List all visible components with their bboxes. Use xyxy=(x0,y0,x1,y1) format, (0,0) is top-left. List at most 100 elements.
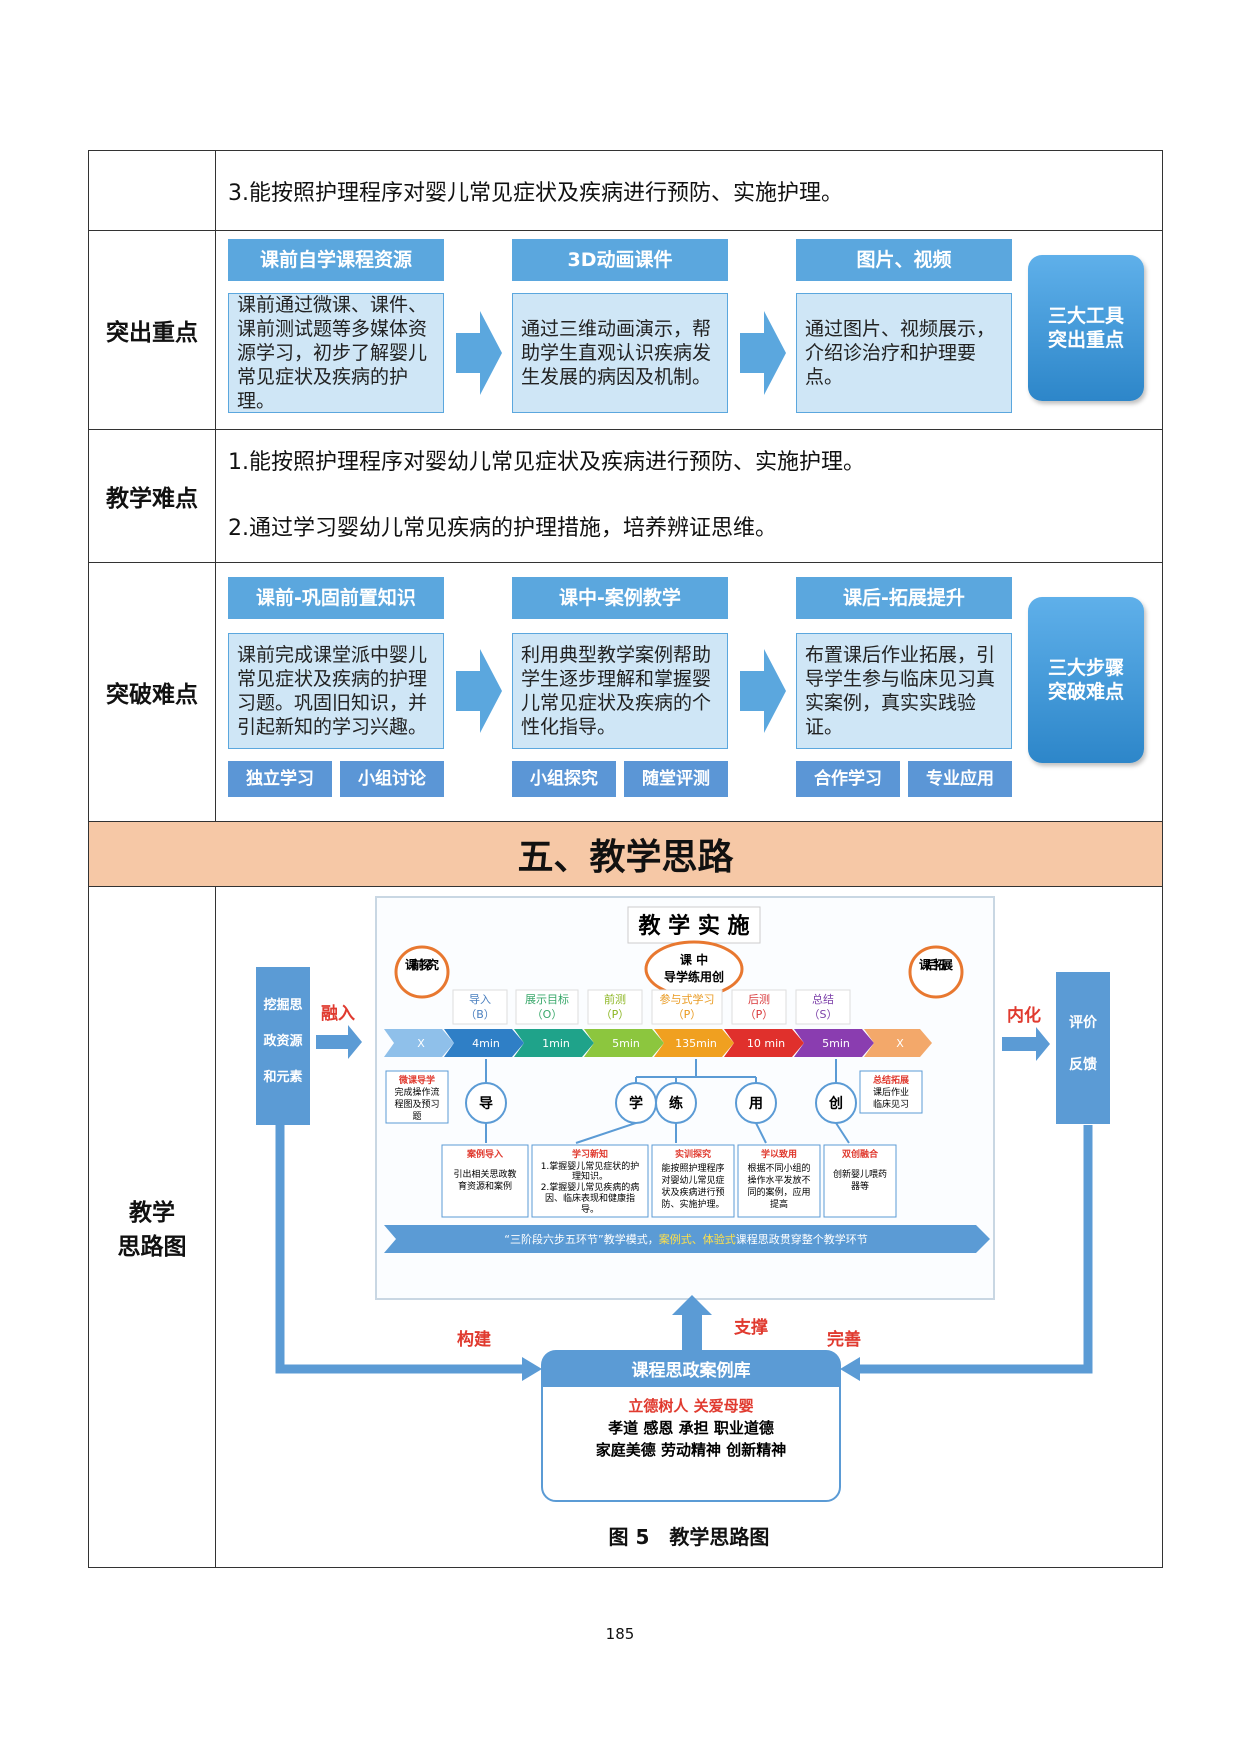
diagram-cell: 教 学 实 施 课前探究 课 中 导学练用创 课后拓展 挖掘思 政资源 和元素 … xyxy=(215,886,1163,1568)
svg-text:提高: 提高 xyxy=(770,1198,788,1210)
breakthrough-step-1-title: 课前-巩固前置知识 xyxy=(228,577,444,619)
svg-text:前测: 前测 xyxy=(604,992,626,1006)
post-class-badge xyxy=(908,945,964,999)
svg-text:政资源: 政资源 xyxy=(263,1033,302,1049)
svg-text:课 中: 课 中 xyxy=(680,952,708,967)
svg-text:学: 学 xyxy=(629,1095,643,1112)
method-tag: 小组讨论 xyxy=(340,761,444,797)
svg-text:评价: 评价 xyxy=(1069,1015,1098,1031)
difficulty-cell: 1.能按照护理程序对婴幼儿常见症状及疾病进行预防、实施护理。 2.通过学习婴幼儿… xyxy=(215,429,1163,563)
method-tag: 独立学习 xyxy=(228,761,332,797)
svg-text:实训探究: 实训探究 xyxy=(675,1148,711,1160)
evaluation-box xyxy=(1056,972,1110,1124)
focus-step-2-title: 3D动画课件 xyxy=(512,239,728,281)
svg-text:操作水平发放不: 操作水平发放不 xyxy=(747,1174,810,1186)
arrow-right-icon xyxy=(1002,1027,1050,1061)
lesson-plan-table: 3.能按照护理程序对婴儿常见症状及疾病进行预防、实施护理。 突出重点 课前自学课… xyxy=(88,150,1163,1568)
svg-text:双创融合: 双创融合 xyxy=(842,1148,879,1160)
svg-text:和元素: 和元素 xyxy=(263,1069,302,1085)
support-label: 支撑 xyxy=(734,1317,768,1338)
svg-text:根据不同小组的: 根据不同小组的 xyxy=(747,1162,810,1174)
breakthrough-label: 突破难点 xyxy=(88,562,216,822)
svg-text:导入: 导入 xyxy=(469,993,491,1006)
in-class-badge xyxy=(644,940,744,998)
svg-text:（S）: （S） xyxy=(809,1008,838,1021)
breakthrough-step-2-title: 课中-案例教学 xyxy=(512,577,728,619)
svg-text:防、实施护理。: 防、实施护理。 xyxy=(661,1198,724,1210)
teaching-mode-banner xyxy=(384,1225,990,1253)
svg-text:1min: 1min xyxy=(542,1037,570,1050)
svg-text:4min: 4min xyxy=(472,1037,500,1050)
difficulty-item: 2.通过学习婴幼儿常见疾病的护理措施，培养辨证思维。 xyxy=(228,516,777,541)
build-arrow-line xyxy=(275,1125,526,1374)
svg-text:1.掌握婴儿常见症状的护: 1.掌握婴儿常见症状的护 xyxy=(541,1160,640,1172)
svg-text:X: X xyxy=(417,1037,425,1050)
svg-text:立德树人 关爱母婴: 立德树人 关爱母婴 xyxy=(628,1397,753,1415)
build-label: 构建 xyxy=(457,1329,491,1350)
integrate-label: 融入 xyxy=(321,1004,355,1024)
svg-text:挖掘思: 挖掘思 xyxy=(263,997,302,1013)
objective-3-text: 3.能按照护理程序对婴儿常见症状及疾病进行预防、实施护理。 xyxy=(228,180,843,206)
breakthrough-step-3-title: 课后-拓展提升 xyxy=(796,577,1012,619)
case-boxes: 案例导入 引出相关思政教 育资源和案例 学习新知 1.掌握婴儿常见症状的护 理知… xyxy=(441,1144,897,1218)
svg-text:学习新知: 学习新知 xyxy=(572,1148,608,1160)
svg-text:（P）: （P） xyxy=(601,1008,630,1021)
pre-class-task-box xyxy=(385,1070,449,1124)
svg-text:学以致用: 学以致用 xyxy=(761,1148,797,1160)
figure-caption: 图 5 教学思路图 xyxy=(608,1525,770,1549)
svg-text:后测: 后测 xyxy=(748,993,770,1006)
arrow-right-icon xyxy=(522,1357,542,1381)
breakthrough-flow-cell: 课前-巩固前置知识 课前完成课堂派中婴儿常见症状及疾病的护理习题。巩固旧知识，并… xyxy=(215,562,1163,822)
svg-text:完成操作流: 完成操作流 xyxy=(394,1086,439,1098)
svg-text:临床见习: 临床见习 xyxy=(873,1098,909,1110)
focus-step-3-body: 通过图片、视频展示，介绍诊治疗和护理要点。 xyxy=(796,293,1012,413)
svg-text:家庭美德 劳动精神 创新精神: 家庭美德 劳动精神 创新精神 xyxy=(596,1441,786,1459)
svg-text:导学练用创: 导学练用创 xyxy=(664,969,724,984)
focus-summary-box: 三大工具突出重点 xyxy=(1028,255,1144,401)
svg-text:135min: 135min xyxy=(675,1037,717,1050)
svg-text:课后拓展: 课后拓展 xyxy=(919,957,953,972)
ideology-resource-box xyxy=(256,967,310,1125)
section-title: 五、教学思路 xyxy=(88,821,1163,887)
breakthrough-step-2-body: 利用典型教学案例帮助学生逐步理解和掌握婴儿常见症状及疾病的个性化指导。 xyxy=(512,633,728,749)
svg-text:微课导学: 微课导学 xyxy=(398,1074,435,1086)
implementation-title: 教 学 实 施 xyxy=(639,913,750,939)
teaching-idea-diagram: 教 学 实 施 课前探究 课 中 导学练用创 课后拓展 挖掘思 政资源 和元素 … xyxy=(216,887,1162,1567)
breakthrough-step-1-body: 课前完成课堂派中婴儿常见症状及疾病的护理习题。巩固旧知识，并引起新知的学习兴趣。 xyxy=(228,633,444,749)
difficulty-label: 教学难点 xyxy=(88,429,216,563)
svg-text:（O）: （O） xyxy=(532,1008,563,1021)
difficulty-list: 1.能按照护理程序对婴幼儿常见症状及疾病进行预防、实施护理。 2.通过学习婴幼儿… xyxy=(216,430,1162,562)
focus-label: 突出重点 xyxy=(88,230,216,430)
arrow-right-icon xyxy=(740,311,786,395)
perfect-label: 完善 xyxy=(827,1329,861,1350)
svg-text:课前探究: 课前探究 xyxy=(405,957,439,972)
breakthrough-step-3-body: 布置课后作业拓展，引导学生参与临床见习真实案例，真实实践验证。 xyxy=(796,633,1012,749)
svg-text:（P）: （P） xyxy=(673,1008,702,1021)
svg-text:对婴幼儿常见症: 对婴幼儿常见症 xyxy=(661,1174,724,1186)
svg-text:用: 用 xyxy=(749,1096,763,1112)
perfect-arrow-line xyxy=(856,1125,1093,1374)
arrow-right-icon xyxy=(456,311,502,395)
svg-text:因、临床表现和健康指: 因、临床表现和健康指 xyxy=(545,1192,635,1204)
arrow-right-icon xyxy=(316,1025,362,1059)
svg-text:程图及预习: 程图及预习 xyxy=(394,1099,439,1110)
svg-text:X: X xyxy=(896,1037,904,1050)
svg-text:器等: 器等 xyxy=(851,1180,869,1192)
focus-step-1-body: 课前通过微课、课件、课前测试题等多媒体资源学习，初步了解婴儿常见症状及疾病的护理… xyxy=(228,293,444,413)
svg-text:题: 题 xyxy=(412,1111,421,1122)
focus-flow-cell: 课前自学课程资源 课前通过微课、课件、课前测试题等多媒体资源学习，初步了解婴儿常… xyxy=(215,230,1163,430)
diagram-label: 教学 思路图 xyxy=(88,886,216,1568)
svg-text:导: 导 xyxy=(479,1096,493,1112)
svg-text:2.掌握婴儿常见疾病的病: 2.掌握婴儿常见疾病的病 xyxy=(541,1181,640,1193)
focus-step-2-body: 通过三维动画演示，帮助学生直观认识疾病发生发展的病因及机制。 xyxy=(512,293,728,413)
svg-text:理知识。: 理知识。 xyxy=(572,1170,608,1182)
case-library-title: 课程思政案例库 xyxy=(632,1360,751,1381)
svg-text:状及疾病进行预: 状及疾病进行预 xyxy=(661,1186,724,1198)
svg-text:课后作业: 课后作业 xyxy=(873,1086,909,1098)
pre-class-badge xyxy=(394,945,450,999)
stage-circles: 导 学 练 用 创 xyxy=(465,1082,857,1124)
svg-text:5min: 5min xyxy=(822,1037,850,1050)
svg-text:孝道 感恩 承担 职业道德: 孝道 感恩 承担 职业道德 xyxy=(607,1419,774,1437)
svg-text:5min: 5min xyxy=(612,1037,640,1050)
svg-text:10 min: 10 min xyxy=(747,1037,785,1050)
